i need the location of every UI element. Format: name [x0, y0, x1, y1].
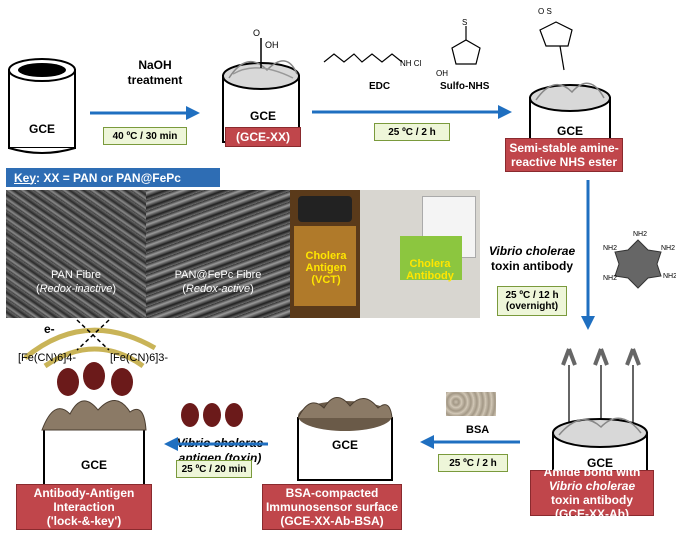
bsa-box-3: (GCE-XX-Ab-BSA)	[280, 514, 384, 528]
bsa-box: BSA-compacted Immunosensor surface (GCE-…	[262, 484, 402, 530]
sem-fepc-image	[146, 190, 290, 318]
interaction-1: Antibody-Antigen	[33, 486, 135, 500]
antibody-label: Vibrio cholerae toxin antibody	[484, 244, 580, 274]
sem-pan-image	[6, 190, 146, 318]
antibody-cond-1: 25 ºC / 12 h	[505, 290, 559, 301]
sem-fepc-sub: (Redox-active)	[182, 283, 254, 295]
antibody-condition: 25 ºC / 12 h (overnight)	[497, 286, 567, 316]
amide-box: Amide bond with Vibrio cholerae toxin an…	[530, 465, 654, 521]
antibody-label-italic: Vibrio cholerae	[488, 244, 576, 258]
antigen-condition: 25 ºC / 20 min	[176, 460, 252, 478]
sem-fepc-title: PAN@FePc Fibre	[174, 269, 262, 281]
arrow-2	[312, 105, 512, 119]
edc-structure: NH Cl	[323, 53, 422, 68]
antibody-photo	[360, 190, 480, 318]
nhs-ester-box: Semi-stable amine-reactive NHS ester	[505, 138, 623, 172]
svg-text:NH2: NH2	[661, 245, 675, 252]
electron-label: e-	[44, 322, 55, 336]
sem-fepc-label: PAN@FePc Fibre (Redox-active)	[148, 268, 288, 296]
amide-italic: Vibrio cholerae	[548, 479, 636, 493]
key-box: Key: XX = PAN or PAN@FePc	[6, 168, 220, 187]
sem-fepc-sub-italic: Redox-active	[185, 283, 251, 295]
amide-line-3: (GCE-XX-Ab)	[555, 507, 629, 521]
arrow-5	[164, 437, 268, 451]
interaction-2: Interaction	[53, 500, 115, 514]
sem-pan-title: PAN Fibre	[51, 269, 101, 281]
svg-text:O S: O S	[538, 7, 552, 16]
gce-label-4: GCE	[586, 456, 613, 470]
electrode-5	[297, 397, 393, 481]
ferrocyanide-label: [Fe(CN)6]4-	[18, 352, 77, 364]
antibody-molecule: NH2 NH2 NH2 NH2 NH2	[603, 231, 676, 289]
redox-cycle	[23, 319, 157, 369]
svg-text:NH2: NH2	[603, 245, 617, 252]
amide-text-1: Amide bond with	[543, 465, 641, 479]
svg-text:S: S	[462, 18, 467, 27]
amide-line-2: toxin antibody	[551, 493, 633, 507]
gce-label-3: GCE	[556, 124, 583, 138]
edc-condition: 25 ºC / 2 h	[374, 123, 450, 141]
svg-text:OH: OH	[436, 69, 448, 78]
bsa-box-1: BSA-compacted	[285, 486, 379, 500]
arrow-4	[420, 435, 520, 449]
sulfo-nhs-label: Sulfo-NHS	[440, 81, 490, 92]
svg-text:NH Cl: NH Cl	[400, 59, 422, 68]
gce-label-2: GCE	[249, 109, 276, 123]
arrow-1	[90, 106, 200, 120]
svg-text:NH2: NH2	[633, 231, 647, 238]
ferricyanide-label: [Fe(CN)6]3-	[110, 352, 169, 364]
gce-label-1: GCE	[28, 122, 55, 136]
gce-xx-box: (GCE-XX)	[225, 127, 301, 147]
antigen-particles	[181, 403, 243, 427]
arrow-3	[581, 180, 595, 330]
amide-line-1: Amide bond with Vibrio cholerae	[531, 465, 653, 493]
antigen-bottle-photo	[290, 190, 360, 318]
bsa-powder	[446, 392, 496, 416]
svg-text:O: O	[253, 28, 260, 38]
gce-label-5: GCE	[331, 438, 358, 452]
bsa-box-2: Immunosensor surface	[265, 500, 399, 514]
antigen-bottle-label: Cholera Antigen (VCT)	[305, 250, 347, 286]
sem-pan-sub-italic: Redox-inactive	[39, 283, 113, 295]
svg-text:OH: OH	[265, 40, 279, 50]
edc-label: EDC	[369, 81, 391, 92]
naoh-condition: 40 ºC / 30 min	[103, 127, 187, 145]
key-text: : XX = PAN or PAN@FePc	[36, 170, 181, 185]
sem-pan-sub: (Redox-inactive)	[35, 283, 117, 295]
electrode-1	[8, 58, 76, 154]
sem-pan-label: PAN Fibre (Redox-inactive)	[6, 268, 146, 296]
svg-text:NH2: NH2	[603, 275, 617, 282]
electrode-6	[41, 362, 147, 491]
antibody-label-text: toxin antibody	[491, 259, 573, 273]
bsa-label: BSA	[466, 424, 490, 436]
bsa-condition: 25 ºC / 2 h	[438, 454, 508, 472]
naoh-text: NaOH treatment	[127, 58, 183, 87]
interaction-3: ('lock-&-key')	[46, 514, 122, 528]
naoh-label: NaOH treatment	[115, 58, 195, 88]
sulfo-nhs-structure: S OH	[436, 18, 481, 78]
interaction-box: Antibody-Antigen Interaction ('lock-&-ke…	[16, 484, 152, 530]
key-word: Key	[14, 170, 37, 185]
antibody-photo-label: Cholera Antibody	[406, 258, 454, 282]
svg-text:NH2: NH2	[663, 273, 676, 280]
gce-label-6: GCE	[80, 458, 107, 472]
antibody-cond-2: (overnight)	[505, 301, 559, 312]
